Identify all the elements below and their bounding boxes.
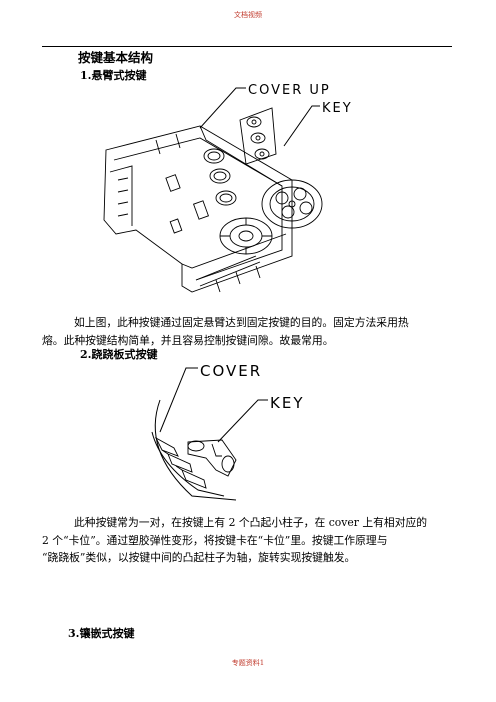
paragraph-line: “跷跷板”类似，以按键中间的凸起柱子为轴，旋转实现按键触发。 <box>42 551 356 564</box>
housing-buttons <box>203 148 273 255</box>
paragraph-line: 此种按键常为一对，在按键上有 2 个凸起小柱子，在 cover 上有相对应的 <box>74 516 428 529</box>
paragraph-line: 如上图，此种按键通过固定悬臂达到固定按键的目的。固定方法采用热 <box>74 316 409 329</box>
header-rule <box>42 46 452 47</box>
cover-leader-line <box>199 87 246 129</box>
key-leader-line <box>283 105 320 147</box>
cover-up-label: COVER UP <box>248 83 331 98</box>
key-label-2: KEY <box>270 394 304 412</box>
cover-label-2: COVER <box>200 362 262 380</box>
cover-housing <box>103 125 293 293</box>
section-1-paragraph: 如上图，此种按键通过固定悬臂达到固定按键的目的。固定方法采用热 熔。此种按键结构… <box>42 314 452 349</box>
nav-key-cluster <box>261 179 323 229</box>
paragraph-line: 2 个“卡位”。通过塑胶弹性变形，将按键卡在“卡位”里。按键工作原理与 <box>42 533 388 547</box>
key-leader-line-2 <box>217 399 268 443</box>
cover-leader-line-2 <box>159 367 198 433</box>
section-heading-3: 3.镶嵌式按键 <box>68 627 135 640</box>
section-heading-1: 1.悬臂式按键 <box>80 69 147 82</box>
cantilever-key-figure: COVER UP KEY <box>103 83 353 293</box>
cover-keys <box>154 436 207 489</box>
key-label-1: KEY <box>322 101 353 116</box>
page-title: 按键基本结构 <box>78 50 154 65</box>
section-heading-2: 2.跷跷板式按键 <box>80 348 158 361</box>
paragraph-line: 熔。此种按键结构简单，并且容易控制按键间隙。故最常用。 <box>42 333 334 347</box>
seesaw-key-figure: COVER KEY <box>151 362 304 501</box>
loose-keys-column <box>239 107 277 165</box>
section-2-paragraph: 此种按键常为一对，在按键上有 2 个凸起小柱子，在 cover 上有相对应的 2… <box>42 514 452 567</box>
seesaw-key <box>187 439 237 477</box>
page-footer: 专题资料1 <box>231 659 265 667</box>
page-header: 文档视频 <box>234 11 262 19</box>
